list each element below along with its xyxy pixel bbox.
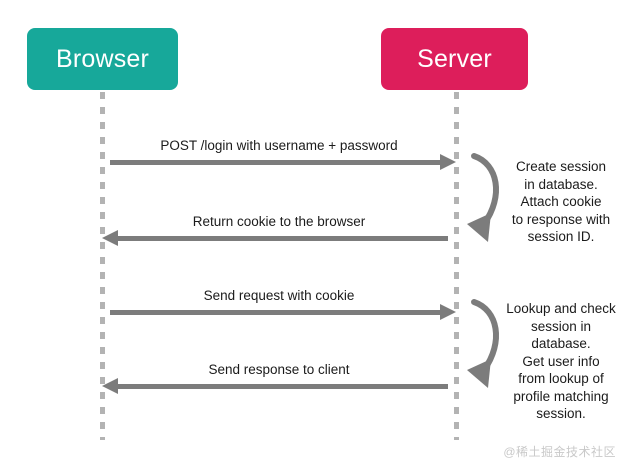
arrow-head-left-icon xyxy=(102,230,118,246)
message-label-return-cookie: Return cookie to the browser xyxy=(192,214,366,229)
note-lookup-session: Lookup and check session in database. Ge… xyxy=(506,301,616,421)
lifeline-server xyxy=(454,92,459,440)
message-arrow-return-cookie: Return cookie to the browser xyxy=(102,214,456,248)
arrow-shaft xyxy=(110,310,442,315)
participant-label-server: Server xyxy=(417,44,492,73)
arrow-shaft xyxy=(116,236,448,241)
message-label-send-request: Send request with cookie xyxy=(203,288,355,303)
watermark-text: @稀土掘金技术社区 xyxy=(503,445,616,459)
message-label-send-response: Send response to client xyxy=(208,362,350,377)
arrow-head-right-icon xyxy=(440,304,456,320)
self-loop-arrow-lookup-session xyxy=(467,299,500,388)
arrow-head-right-icon xyxy=(440,154,456,170)
participant-box-browser: Browser xyxy=(27,28,178,90)
arrow-head-left-icon xyxy=(102,378,118,394)
lifeline-browser xyxy=(100,92,105,440)
message-arrow-send-request: Send request with cookie xyxy=(102,288,456,322)
participant-box-server: Server xyxy=(381,28,528,90)
arrow-shaft xyxy=(116,384,448,389)
self-loop-arrow-create-session xyxy=(467,153,500,242)
message-arrow-send-response: Send response to client xyxy=(102,362,456,396)
message-arrow-post-login: POST /login with username + password xyxy=(102,138,456,172)
arrow-shaft xyxy=(110,160,442,165)
note-create-session: Create session in database. Attach cooki… xyxy=(511,159,611,244)
participant-label-browser: Browser xyxy=(55,44,150,73)
message-label-post-login: POST /login with username + password xyxy=(160,138,398,153)
